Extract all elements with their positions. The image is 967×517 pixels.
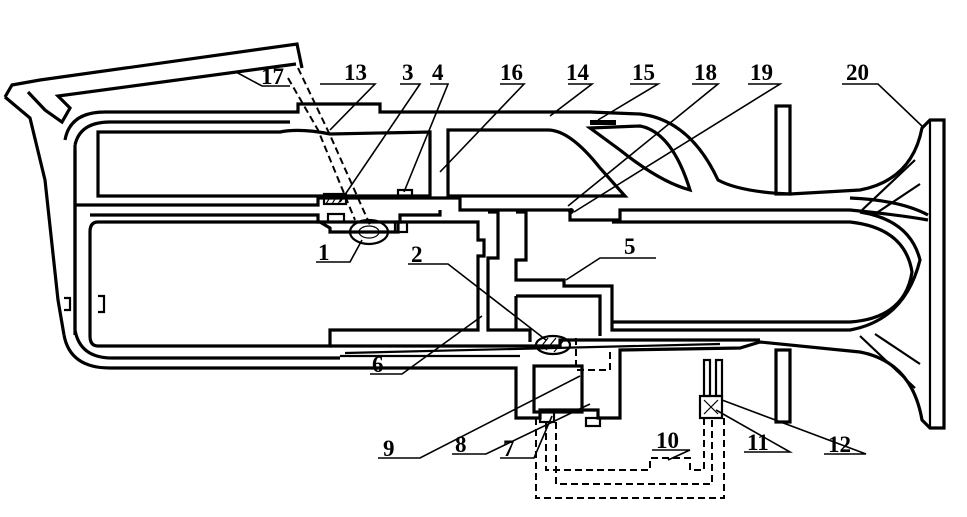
main-tunnel bbox=[75, 196, 929, 224]
callout-16: 16 bbox=[500, 60, 523, 85]
callout-10: 10 bbox=[656, 428, 679, 453]
callout-14: 14 bbox=[566, 60, 590, 85]
leader-lines bbox=[235, 71, 925, 461]
callout-4: 4 bbox=[432, 60, 444, 85]
callout-9: 9 bbox=[383, 436, 395, 461]
callout-8: 8 bbox=[455, 432, 467, 457]
callout-18: 18 bbox=[694, 60, 717, 85]
callout-6: 6 bbox=[372, 352, 384, 377]
right-turnaround bbox=[612, 159, 921, 389]
callout-13: 13 bbox=[344, 60, 367, 85]
equipment bbox=[322, 120, 724, 420]
callout-15: 15 bbox=[632, 60, 655, 85]
outer-boundary bbox=[3, 42, 946, 430]
right-beams bbox=[774, 104, 792, 424]
callout-1: 1 bbox=[318, 240, 330, 265]
callout-2: 2 bbox=[411, 242, 423, 267]
lower-tunnel bbox=[330, 338, 760, 358]
callout-20: 20 bbox=[846, 60, 869, 85]
callout-5: 5 bbox=[624, 234, 636, 259]
callout-19: 19 bbox=[750, 60, 773, 85]
callout-labels: 1 2 3 4 5 6 7 8 9 10 11 12 13 14 15 16 1… bbox=[261, 60, 869, 461]
lower-left-room bbox=[88, 220, 486, 348]
upper-loop bbox=[96, 124, 693, 198]
callout-7: 7 bbox=[503, 436, 515, 461]
callout-17: 17 bbox=[261, 64, 284, 89]
callout-12: 12 bbox=[828, 432, 851, 457]
callout-3: 3 bbox=[402, 60, 414, 85]
lower-chambers bbox=[532, 338, 611, 428]
callout-11: 11 bbox=[747, 430, 769, 455]
dashed-pipes bbox=[287, 67, 725, 499]
